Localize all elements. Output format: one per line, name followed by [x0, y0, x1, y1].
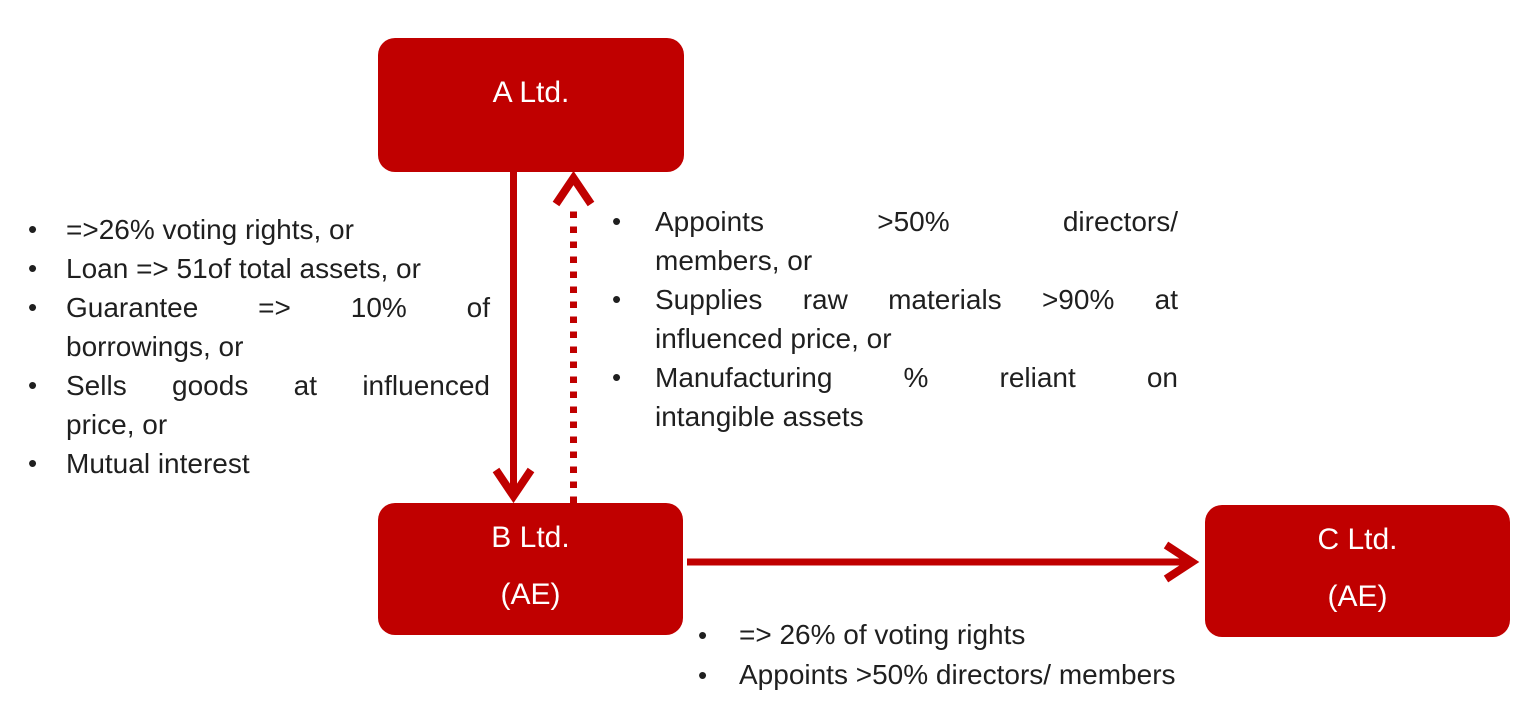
list-line: influenced price, or [655, 323, 892, 354]
bullet-marker: • [612, 284, 622, 314]
node-c-ltd: C Ltd. (AE) [1205, 505, 1510, 637]
bullet-marker: • [698, 660, 708, 690]
bullet-marker: • [28, 214, 38, 244]
bullet-marker: • [612, 206, 622, 236]
list-item: • Mutual interest [22, 444, 490, 483]
arrow-b-to-a-dotted-up [552, 170, 595, 503]
node-b-label: B Ltd. [491, 521, 570, 554]
node-c-subtitle: (AE) [1327, 580, 1388, 613]
list-line: Appoints >50% directors/ members [739, 659, 1176, 690]
list-line: Guarantee => 10% of [66, 292, 490, 323]
bullet-marker: • [28, 448, 38, 478]
list-item: • Supplies raw materials >90% at influen… [606, 280, 1178, 358]
arrow-a-to-b-solid-down [492, 172, 535, 504]
bullet-marker: • [28, 292, 38, 322]
list-line: =>26% voting rights, or [66, 214, 354, 245]
list-item: • Loan => 51of total assets, or [22, 249, 490, 288]
list-line: Manufacturing % reliant on [655, 362, 1178, 393]
list-line: Appoints >50% directors/ [655, 206, 1178, 237]
node-a-ltd: A Ltd. [378, 38, 684, 172]
list-item: • Appoints >50% directors/ members [692, 655, 1332, 695]
list-bc-relation-conditions: • => 26% of voting rights • Appoints >50… [692, 615, 1332, 695]
list-item: • Manufacturing % reliant on intangible … [606, 358, 1178, 436]
node-b-subtitle: (AE) [500, 578, 561, 611]
list-line: members, or [655, 245, 813, 276]
bullet-marker: • [28, 253, 38, 283]
list-line: intangible assets [655, 401, 864, 432]
list-item: • Guarantee => 10% of borrowings, or [22, 288, 490, 366]
list-ab-relation-conditions: • =>26% voting rights, or • Loan => 51of… [22, 210, 490, 483]
list-ba-relation-conditions: • Appoints >50% directors/ members, or •… [606, 202, 1178, 436]
list-item: • Appoints >50% directors/ members, or [606, 202, 1178, 280]
list-item: • => 26% of voting rights [692, 615, 1332, 655]
bullet-marker: • [698, 620, 708, 650]
arrow-b-to-c-solid-right [687, 541, 1200, 583]
bullet-marker: • [28, 370, 38, 400]
list-item: • Sells goods at influenced price, or [22, 366, 490, 444]
list-line: Sells goods at influenced [66, 370, 490, 401]
list-item: • =>26% voting rights, or [22, 210, 490, 249]
list-line: Mutual interest [66, 448, 250, 479]
node-a-label: A Ltd. [492, 76, 570, 109]
list-line: Loan => 51of total assets, or [66, 253, 421, 284]
list-line: price, or [66, 409, 168, 440]
list-line: borrowings, or [66, 331, 244, 362]
list-line: Supplies raw materials >90% at [655, 284, 1178, 315]
node-c-label: C Ltd. [1317, 523, 1398, 556]
node-b-ltd: B Ltd. (AE) [378, 503, 683, 635]
bullet-marker: • [612, 362, 622, 392]
list-line: => 26% of voting rights [739, 619, 1026, 650]
